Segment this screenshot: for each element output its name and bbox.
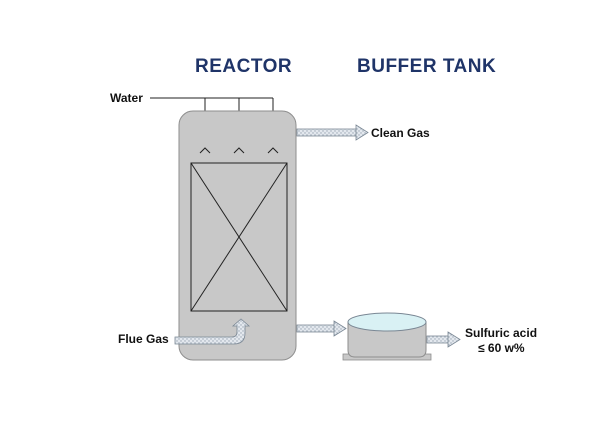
spray-nozzles: [199, 147, 279, 154]
sulfuric-acid-concentration: ≤ 60 w%: [478, 341, 525, 355]
acid-transfer-arrow: [296, 320, 347, 337]
packing-bed: [190, 162, 288, 312]
flue-gas-label: Flue Gas: [118, 332, 169, 346]
sulfuric-acid-arrow: [426, 331, 461, 348]
clean-gas-arrow: [296, 124, 369, 141]
buffer-tank: [342, 312, 432, 361]
clean-gas-label: Clean Gas: [371, 126, 430, 140]
water-label: Water: [110, 91, 143, 105]
flue-gas-arrow: [174, 318, 251, 345]
buffer-tank-title: BUFFER TANK: [357, 56, 497, 77]
sulfuric-acid-label: Sulfuric acid: [465, 326, 538, 340]
reactor-title: REACTOR: [195, 56, 293, 77]
